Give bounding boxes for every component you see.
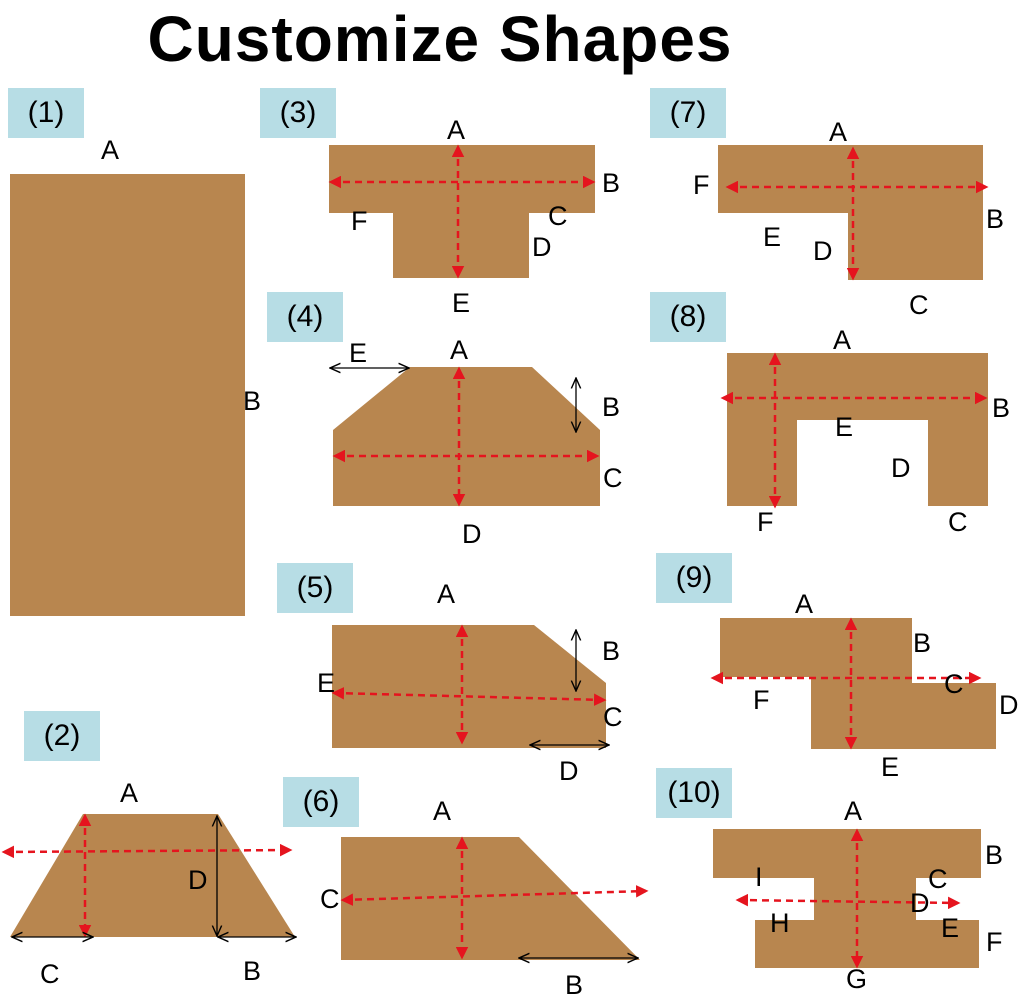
shape-7-label-c: C (909, 290, 929, 320)
shape-2-label-c: C (40, 959, 60, 989)
shape-9-label-e: E (881, 752, 900, 782)
shape-7-label-b: B (986, 204, 1005, 234)
shape-10-arrow-horizontal (735, 893, 961, 910)
shape-10-label-h: H (770, 908, 790, 938)
shape-3-label-e: E (452, 288, 471, 318)
shape-6-arrow-horizontal (340, 885, 649, 906)
shape-1-body (10, 174, 245, 616)
shape-3-label-a: A (447, 115, 466, 145)
shape-6-number: (6) (283, 777, 359, 827)
shape-5-label-b: B (602, 636, 621, 666)
shape-9-label-c: C (944, 669, 964, 699)
shape-6-label-a: A (433, 796, 452, 826)
shape-10-label-b: B (985, 840, 1004, 870)
shape-10-label-g: G (846, 964, 868, 994)
shape-8-body (727, 353, 988, 506)
shape-10-label-c: C (928, 864, 948, 894)
shape-9-label-b: B (913, 628, 932, 658)
shape-10-label-d: D (910, 888, 930, 918)
shape-7-label-d: D (813, 236, 833, 266)
shape-4-label-b: B (602, 392, 621, 422)
shape-2-label-b: B (243, 956, 262, 986)
shape-4-label-e: E (349, 338, 368, 368)
shape-9-label-d: D (999, 690, 1019, 720)
shape-7-body (718, 145, 983, 280)
shape-8-label-c: C (948, 507, 968, 537)
shape-1-label-a: A (101, 135, 120, 165)
shape-9-number: (9) (656, 553, 732, 603)
shape-10-label-a: A (844, 796, 863, 826)
shape-8-label-a: A (833, 325, 852, 355)
shape-3-label-f: F (351, 206, 368, 236)
shape-10-body (713, 829, 981, 968)
shape-5-label-d: D (559, 756, 579, 786)
shape-1-number: (1) (8, 88, 84, 138)
shape-4-body (333, 367, 600, 506)
shape-3-number: (3) (260, 88, 336, 138)
shape-5-label-a: A (437, 579, 456, 609)
shape-9-label-a: A (795, 589, 814, 619)
shape-3-label-c: C (548, 201, 568, 231)
shape-8-label-b: B (992, 393, 1011, 423)
shape-6-label-b: B (565, 970, 584, 1000)
shape-7-number: (7) (650, 88, 726, 138)
shape-7-label-e: E (763, 222, 782, 252)
shape-7-label-a: A (829, 117, 848, 147)
shape-5-label-e: E (317, 668, 336, 698)
shape-2-label-d: D (188, 865, 208, 895)
shape-5-label-c: C (603, 702, 623, 732)
shape-3-label-b: B (602, 168, 621, 198)
shape-10-label-e: E (941, 913, 960, 943)
shape-10-number: (10) (656, 768, 732, 818)
shape-4-label-a: A (450, 335, 469, 365)
shape-10-label-i: I (755, 862, 763, 892)
shape-4-label-c: C (603, 463, 623, 493)
shape-10-label-f: F (986, 927, 1003, 957)
shape-5-body (332, 625, 606, 748)
page-title: Customize Shapes (147, 3, 733, 75)
shape-8-label-e: E (835, 412, 854, 442)
shape-6-label-c: C (320, 884, 340, 914)
shape-8-number: (8) (650, 292, 726, 342)
shape-8-label-d: D (891, 453, 911, 483)
shape-9-label-f: F (753, 685, 770, 715)
shape-3-label-d: D (532, 232, 552, 262)
shape-4-number: (4) (267, 292, 343, 342)
shape-7-label-f: F (693, 170, 710, 200)
shape-2-body (10, 814, 295, 937)
shape-5-number: (5) (277, 563, 353, 613)
shape-2-label-a: A (120, 778, 139, 808)
shape-2-number: (2) (24, 711, 100, 761)
shape-4-label-d: D (462, 519, 482, 549)
shape-1-label-b: B (243, 386, 262, 416)
shape-8-label-f: F (757, 507, 774, 537)
shape-5-arrow-horizontal (331, 687, 607, 706)
